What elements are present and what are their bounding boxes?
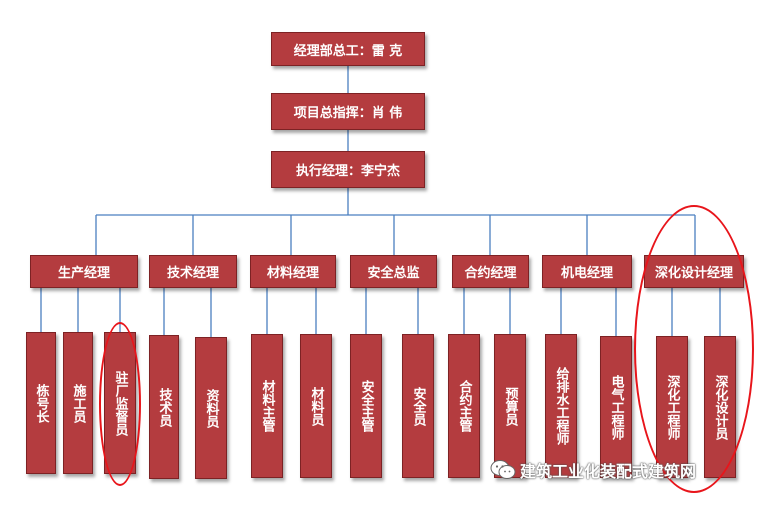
watermark-text: 建筑工业化装配式建筑网 [520,462,697,481]
staff-label: 电气工程师 [608,374,624,440]
department-title: 生产经理 [57,266,110,281]
staff-box-documentation: 资料员 [195,337,227,479]
department-title: 技术经理 [166,266,219,281]
staff-box-materials-clerk: 材料员 [300,334,332,478]
staff-label: 安全主管 [358,380,374,432]
staff-label: 材料员 [308,386,324,426]
staff-label: 资料员 [203,388,219,428]
staff-box-electrical-engineer: 电气工程师 [600,336,632,478]
department-box-production: 生产经理 [30,255,138,288]
staff-label: 施工员 [70,383,86,423]
department-title: 合约经理 [464,266,517,281]
staff-box-plumbing-engineer: 给排水工程师 [545,334,577,478]
department-title: 材料经理 [266,266,319,281]
staff-label: 安全员 [410,386,426,426]
chief-engineer-label: 经理部总工：雷 克 [293,43,403,59]
staff-label: 材料主管 [259,380,275,432]
department-box-technical: 技术经理 [149,255,237,288]
department-box-mep: 机电经理 [542,255,632,288]
staff-box-materials-supervisor: 材料主管 [251,334,283,478]
staff-box-technician: 技术员 [149,335,179,479]
staff-label: 技术员 [156,387,172,427]
staff-label: 预算员 [502,386,518,426]
department-box-contracts: 合约经理 [452,255,529,288]
executive-manager-label: 执行经理：李宁杰 [295,164,400,179]
staff-box-building-lead: 栋号长 [26,332,56,474]
department-title: 安全总监 [367,266,420,281]
highlight-ellipse-factory-supervisor [99,322,141,486]
staff-box-site-engineer: 施工员 [63,332,93,474]
department-box-safety: 安全总监 [350,255,437,288]
wechat-icon [490,460,516,479]
staff-label: 给排水工程师 [553,367,569,445]
department-box-materials: 材料经理 [250,255,336,288]
project-commander-box: 项目总指挥：肖 伟 [271,93,425,130]
staff-box-estimator: 预算员 [494,334,526,478]
project-commander-label: 项目总指挥：肖 伟 [293,106,403,121]
staff-label: 合约主管 [456,380,472,432]
highlight-ellipse-detailed-design [634,205,754,493]
department-title: 机电经理 [560,266,613,281]
chief-engineer-box: 经理部总工：雷 克 [271,32,425,66]
staff-box-contracts-supervisor: 合约主管 [448,334,480,478]
staff-label: 栋号长 [33,383,49,423]
executive-manager-box: 执行经理：李宁杰 [271,151,425,188]
watermark: 建筑工业化装配式建筑网 [490,458,696,482]
staff-box-safety-officer: 安全员 [402,334,434,478]
staff-box-safety-supervisor: 安全主管 [350,334,382,478]
